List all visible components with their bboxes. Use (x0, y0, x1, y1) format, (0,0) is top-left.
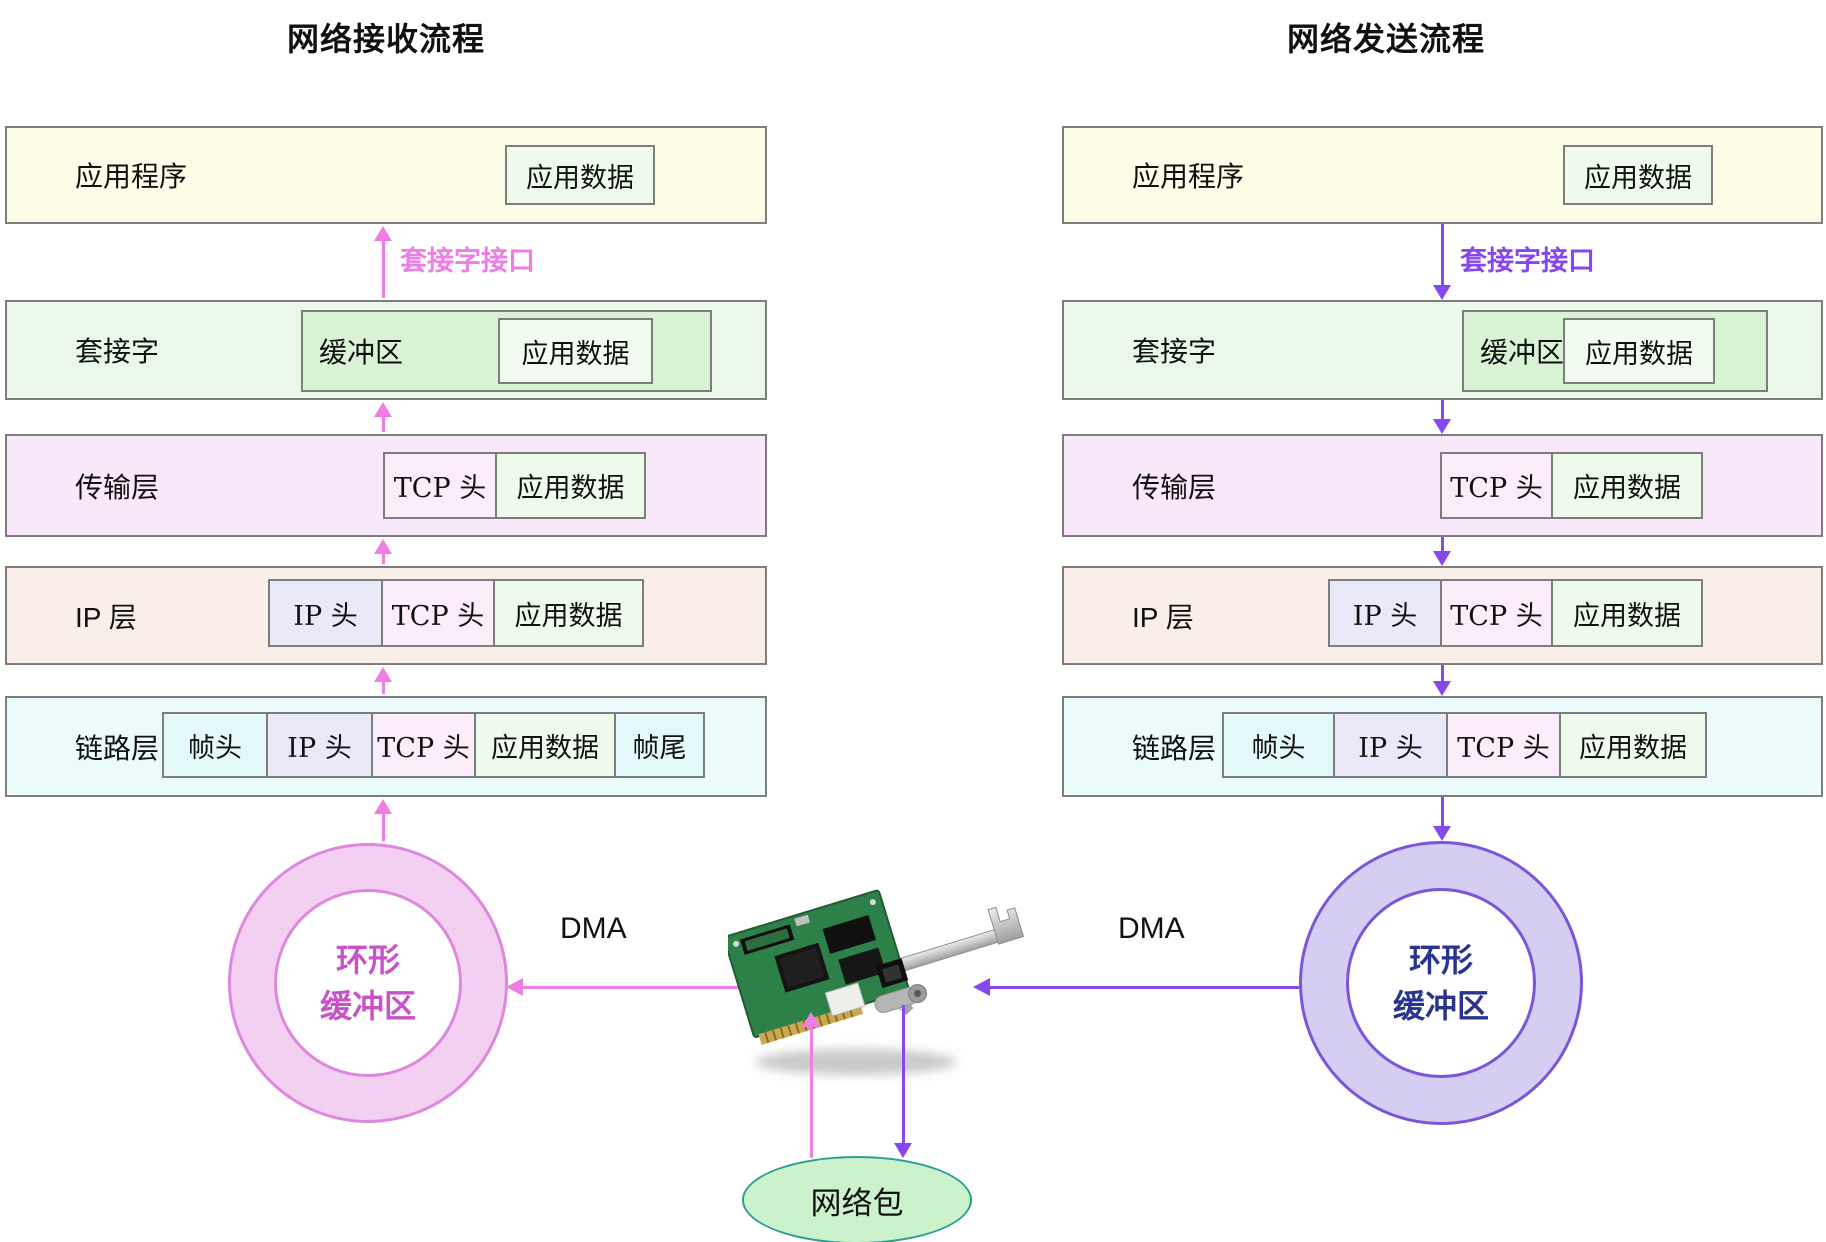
frame-header-box: 帧头 (162, 712, 268, 778)
layer-label: 传输层 (75, 471, 160, 503)
layer-label: 链路层 (1132, 732, 1217, 764)
app-data-box: 应用数据 (1563, 318, 1715, 384)
receive-link-layer-row: 链路层 帧头 IP 头 TCP 头 应用数据 帧尾 (5, 696, 767, 797)
receive-ring-buffer: 环形 缓冲区 (228, 843, 508, 1123)
layer-label: 套接字 (75, 336, 160, 367)
ip-header-box: IP 头 (266, 712, 373, 778)
packet-segments: IP 头 TCP 头 应用数据 (1328, 579, 1703, 647)
app-data-box: 应用数据 (1551, 452, 1703, 519)
ring-buffer-label: 环形 缓冲区 (1346, 888, 1536, 1078)
send-application-layer-row: 应用程序 应用数据 (1062, 126, 1823, 224)
app-data-box: 应用数据 (1563, 145, 1713, 205)
layer-label: 套接字 (1132, 336, 1217, 367)
app-data-box: 应用数据 (474, 712, 616, 778)
packet-out-arrow (894, 1005, 912, 1158)
ring-buffer-label-line1: 环形 (335, 941, 400, 978)
layer-label: 应用程序 (75, 161, 188, 192)
tcp-header-box: TCP 头 (1446, 712, 1561, 778)
receive-arrow-ring-to-link (374, 799, 392, 841)
app-data-box: 应用数据 (1551, 579, 1703, 647)
network-packet-label: 网络包 (810, 1185, 904, 1221)
packet-segments: 帧头 IP 头 TCP 头 应用数据 帧尾 (162, 712, 705, 778)
send-arrow-socket-to-transport (1433, 400, 1451, 434)
tcp-header-box: TCP 头 (381, 579, 495, 647)
app-data-box: 应用数据 (1559, 712, 1707, 778)
dma-label-right: DMA (1118, 912, 1185, 945)
dma-label-left: DMA (560, 912, 627, 945)
ring-buffer-label: 环形 缓冲区 (274, 889, 462, 1077)
tcp-header-box: TCP 头 (1440, 452, 1553, 519)
packet-in-arrow (802, 1012, 820, 1158)
dma-arrow-right-ring-to-nic (973, 977, 1299, 996)
send-link-layer-row: 链路层 帧头 IP 头 TCP 头 应用数据 (1062, 696, 1823, 797)
ip-header-box: IP 头 (1333, 712, 1448, 778)
socket-buffer-box: 缓冲区 应用数据 (1462, 310, 1768, 392)
receive-socket-layer-row: 套接字 缓冲区 应用数据 (5, 300, 767, 400)
layer-label: IP 层 (75, 601, 137, 633)
socket-interface-label: 套接字接口 (1460, 246, 1595, 276)
ip-header-box: IP 头 (268, 579, 383, 647)
send-transport-layer-row: 传输层 TCP 头 应用数据 (1062, 434, 1823, 537)
packet-segments: IP 头 TCP 头 应用数据 (268, 579, 644, 647)
receive-arrow-ip-to-transport (374, 539, 392, 564)
layer-label: IP 层 (1132, 601, 1194, 633)
network-packet-ellipse: 网络包 (742, 1156, 972, 1242)
receive-application-layer-row: 应用程序 应用数据 (5, 126, 767, 224)
send-socket-layer-row: 套接字 缓冲区 应用数据 (1062, 300, 1823, 400)
app-data-box: 应用数据 (493, 579, 644, 647)
receive-arrow-link-to-ip (374, 667, 392, 694)
buffer-label: 缓冲区 (319, 337, 404, 368)
frame-tail-box: 帧尾 (614, 712, 705, 778)
tcp-header-box: TCP 头 (371, 712, 476, 778)
buffer-label: 缓冲区 (1480, 337, 1565, 368)
send-flow-title: 网络发送流程 (1286, 21, 1485, 57)
app-data-box: 应用数据 (505, 145, 655, 205)
tcp-header-box: TCP 头 (383, 452, 497, 519)
layer-label: 应用程序 (1132, 161, 1245, 192)
packet-segments: TCP 头 应用数据 (1440, 452, 1703, 519)
ring-buffer-label-line1: 环形 (1408, 941, 1473, 978)
packet-segments: 应用数据 (505, 145, 655, 205)
socket-buffer-box: 缓冲区 应用数据 (301, 310, 712, 392)
receive-arrow-socket-to-app (374, 226, 392, 298)
receive-ip-layer-row: IP 层 IP 头 TCP 头 应用数据 (5, 566, 767, 665)
layer-label: 传输层 (1132, 471, 1217, 503)
layer-label: 链路层 (75, 732, 160, 764)
ip-header-box: IP 头 (1328, 579, 1442, 647)
packet-segments: TCP 头 应用数据 (383, 452, 646, 519)
packet-segments: 帧头 IP 头 TCP 头 应用数据 (1222, 712, 1707, 778)
receive-transport-layer-row: 传输层 TCP 头 应用数据 (5, 434, 767, 537)
send-arrow-link-to-ring (1433, 797, 1451, 841)
network-card-image (728, 889, 1025, 1075)
receive-arrow-transport-to-socket (374, 402, 392, 432)
ring-buffer-label-line2: 缓冲区 (319, 988, 416, 1024)
app-data-box: 应用数据 (498, 318, 653, 384)
send-arrow-ip-to-link (1433, 665, 1451, 696)
app-data-box: 应用数据 (495, 452, 646, 519)
send-arrow-transport-to-ip (1433, 537, 1451, 566)
frame-header-box: 帧头 (1222, 712, 1335, 778)
send-ip-layer-row: IP 层 IP 头 TCP 头 应用数据 (1062, 566, 1823, 665)
socket-interface-label: 套接字接口 (400, 246, 535, 276)
send-arrow-app-to-socket (1433, 224, 1451, 300)
send-ring-buffer: 环形 缓冲区 (1299, 841, 1583, 1125)
ring-buffer-label-line2: 缓冲区 (1392, 988, 1489, 1024)
receive-flow-title: 网络接收流程 (286, 21, 485, 57)
tcp-header-box: TCP 头 (1440, 579, 1553, 647)
dma-arrow-nic-to-left-ring (506, 977, 745, 996)
packet-segments: 应用数据 (1563, 145, 1713, 205)
